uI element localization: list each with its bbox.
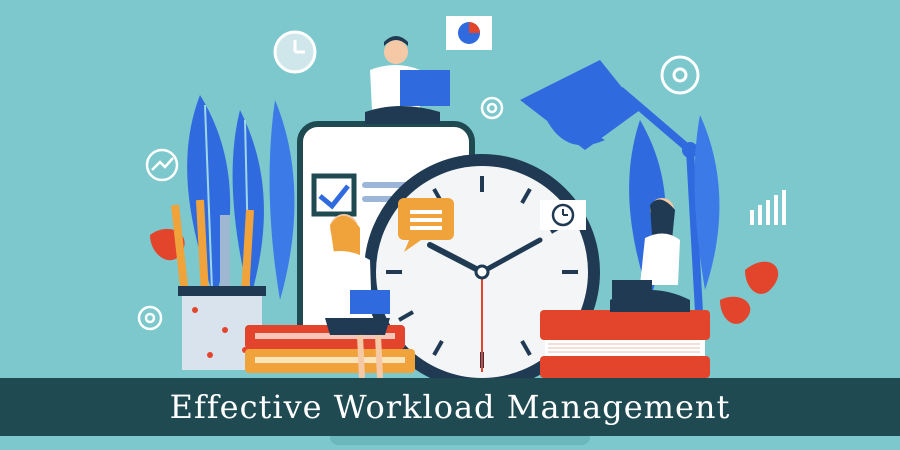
gear-icon [137, 305, 163, 331]
stopwatch-icon [540, 200, 586, 230]
desk-lamp-icon [520, 60, 704, 331]
gear-icon [660, 55, 700, 95]
left-plant [187, 95, 295, 300]
book-stack-left [245, 325, 415, 373]
person-top-laptop [365, 36, 450, 124]
trend-line-icon [145, 148, 179, 182]
book-stack-right [540, 310, 710, 378]
checkbox-icon [311, 173, 357, 217]
banner-title: Effective Workload Management [169, 388, 731, 426]
clock-icon [273, 30, 317, 74]
title-banner: Effective Workload Management [0, 378, 900, 436]
person-right-sitting [610, 198, 690, 312]
bar-chart-icon [750, 190, 786, 225]
person-left-laptop [318, 214, 390, 379]
chat-bubble-icon [398, 198, 454, 252]
target-icon [480, 96, 504, 120]
pie-chart-icon [446, 16, 492, 50]
